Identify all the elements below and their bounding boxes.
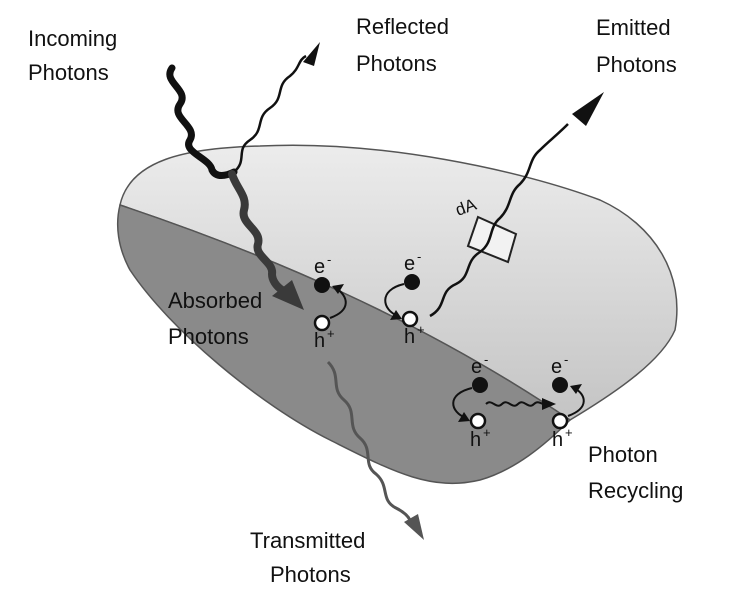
electron-sign: - <box>484 352 488 367</box>
labels: Incoming Photons Reflected Photons Emitt… <box>28 14 683 587</box>
carrier-pair-recycling-right: e - h + <box>551 352 585 451</box>
electron-label: e <box>314 256 325 278</box>
body-side-surface <box>116 204 572 484</box>
electron-label: e <box>471 356 482 378</box>
electron-label: e <box>551 356 562 378</box>
hole-sign: + <box>483 425 491 440</box>
reflected-photons-label: Reflected Photons <box>356 14 455 76</box>
hole-dot <box>401 310 419 328</box>
electron-dot <box>314 277 330 293</box>
electron-dot <box>404 274 420 290</box>
recycled-photon-arrowhead <box>542 398 556 410</box>
absorbed-photons-label: Absorbed Photons <box>168 288 268 349</box>
carrier-pair-absorbed: e - h + <box>313 252 347 352</box>
excitation-arrowhead-icon <box>570 384 582 394</box>
hole-sign: + <box>327 326 335 341</box>
reflected-photon-arrowhead <box>303 42 320 66</box>
recombination-arrowhead-icon <box>458 412 470 422</box>
hole-label: h <box>470 429 481 451</box>
absorbed-photon-arrowhead <box>272 280 304 310</box>
transmitted-photons-label: Transmitted Photons <box>250 528 371 587</box>
carrier-pair-recycling-left: e - h + <box>452 352 491 451</box>
hole-label: h <box>314 330 325 352</box>
recombination-arrowhead-icon <box>390 310 402 320</box>
incoming-photons-label: Incoming Photons <box>28 26 123 85</box>
hole-dot <box>551 412 569 430</box>
electron-sign: - <box>327 252 331 267</box>
recycled-photon-wave <box>485 401 545 407</box>
electron-dot <box>552 377 568 393</box>
transmitted-photon-wave <box>326 360 412 521</box>
electron-dot <box>472 377 488 393</box>
carrier-pair-emission: e - h + <box>384 249 425 348</box>
hole-dot <box>313 314 331 332</box>
hole-label: h <box>552 429 563 451</box>
hole-sign: + <box>417 322 425 337</box>
excitation-arrowhead-icon <box>332 284 344 294</box>
hole-dot <box>469 412 487 430</box>
absorbed-photon-wave <box>228 170 286 294</box>
hole-sign: + <box>565 425 573 440</box>
emitted-photon-arrowhead <box>572 92 604 126</box>
emitted-photon-wave <box>429 123 569 318</box>
photon-recycling-label: Photon Recycling <box>588 442 683 503</box>
electron-label: e <box>404 253 415 275</box>
emitted-photons-label: Emitted Photons <box>596 15 677 77</box>
electron-sign: - <box>564 352 568 367</box>
incoming-photon-wave <box>166 64 238 179</box>
electron-sign: - <box>417 249 421 264</box>
reflected-photon-wave <box>233 54 307 173</box>
transmitted-photon-arrowhead <box>404 514 424 540</box>
hole-label: h <box>404 326 415 348</box>
